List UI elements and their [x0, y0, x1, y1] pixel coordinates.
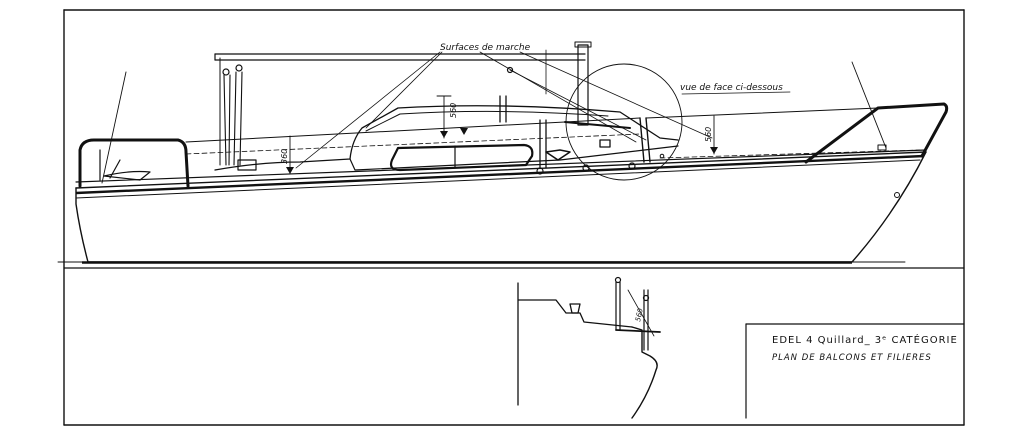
title-line-1: EDEL 4 Quillard_ 3ᵉ CATÉGORIE	[772, 333, 958, 346]
dimension-marks	[286, 95, 718, 175]
dimension-label-1: 560	[449, 103, 458, 118]
detail-circle	[565, 63, 791, 181]
lifelines	[185, 66, 921, 175]
title-line-2: PLAN DE BALCONS ET FILIERES	[772, 353, 932, 363]
cabin-and-deck	[75, 105, 927, 183]
bow-pulpit	[804, 61, 949, 164]
stern-fittings	[101, 57, 243, 184]
walking-surface-leaders	[295, 49, 713, 169]
front-view-label: vue de face ci-dessous	[680, 83, 783, 93]
portlight-window	[389, 143, 534, 172]
hull	[75, 151, 927, 263]
title-block	[745, 323, 965, 419]
dimension-label-3: 560	[704, 127, 713, 142]
stern-pulpit	[78, 138, 190, 188]
dimension-label-2: 360	[280, 149, 289, 164]
walking-surfaces-label: Surfaces de marche	[440, 43, 531, 53]
section-dimension-label: 560	[634, 307, 645, 322]
section-detail	[517, 276, 661, 419]
mast-and-boom	[214, 41, 592, 126]
drawing-frame	[63, 9, 965, 426]
